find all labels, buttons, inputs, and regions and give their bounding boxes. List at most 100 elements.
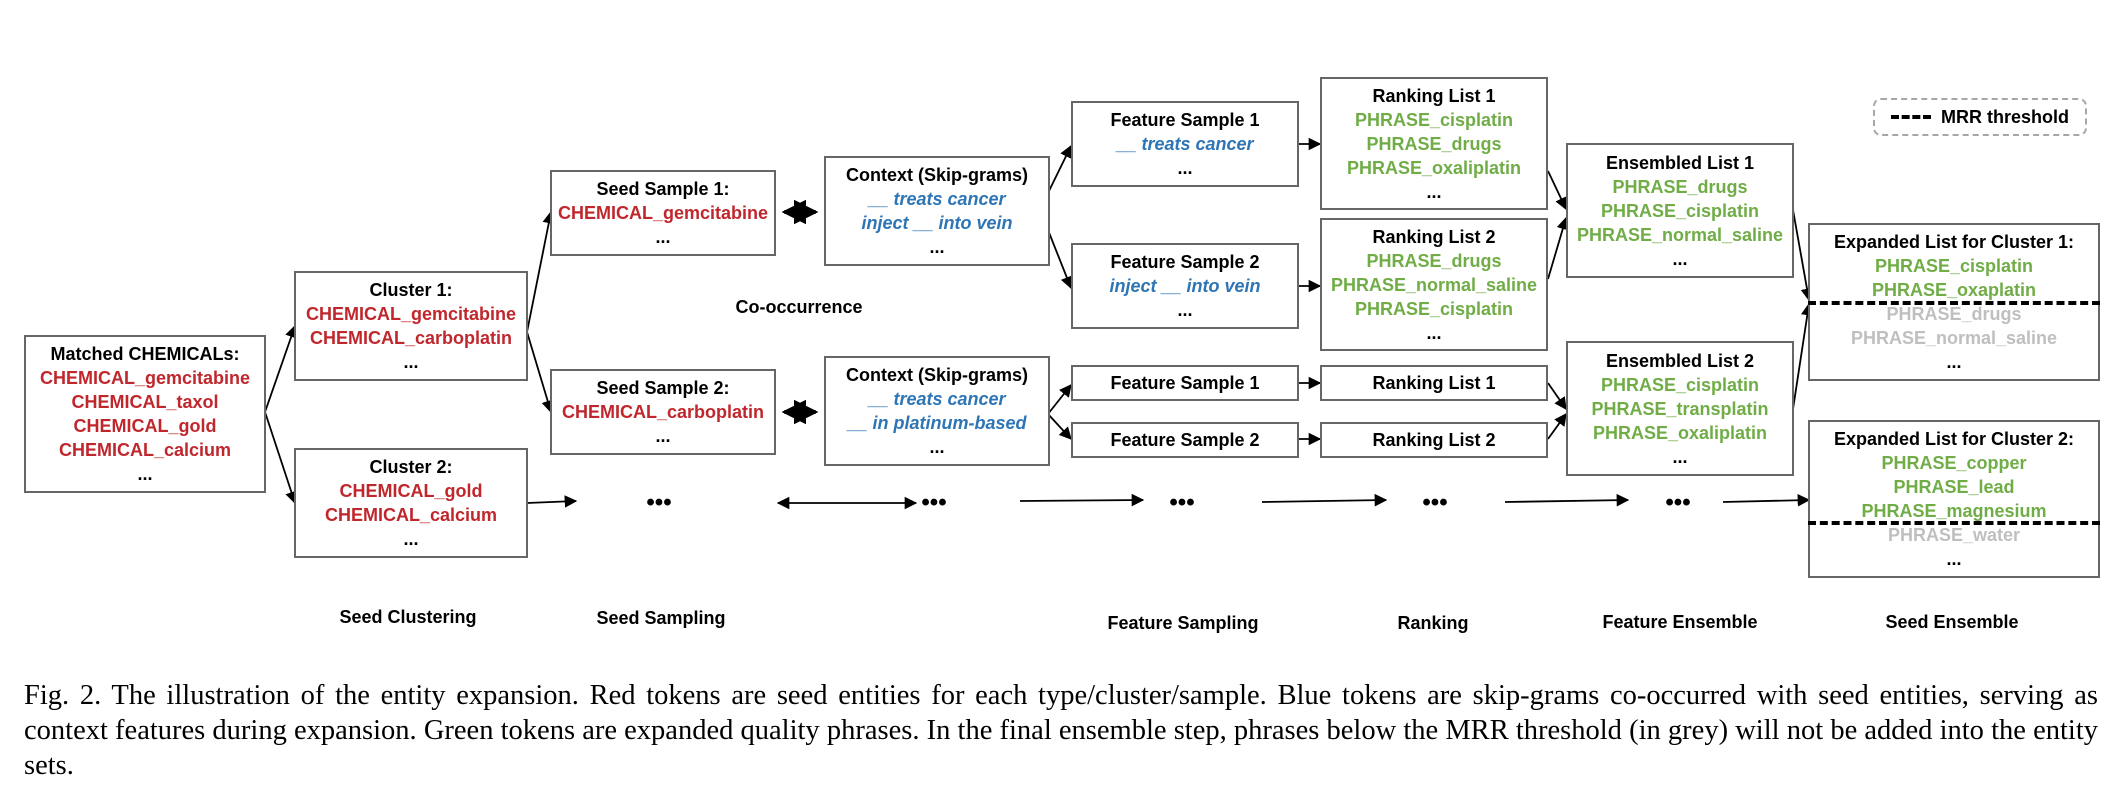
context-skipgrams-box-2: Context (Skip-grams)__ treats cancer__ i… [824, 356, 1050, 466]
stage-label-seed-sampling: Seed Sampling [596, 608, 726, 628]
arrow-cluster2-to-dots [526, 495, 578, 508]
rank1a-item: ... [1426, 181, 1442, 202]
co-occurrence-label: Co-occurrence [735, 297, 863, 317]
cluster2-item: CHEMICAL_calcium [324, 505, 498, 525]
arrow-rank1b-to-ens1 [1547, 216, 1569, 280]
context-skipgrams-box-1: Context (Skip-grams) __ treats cancer inje… [824, 156, 1050, 266]
arrow-rank1a-to-ens1 [1547, 170, 1567, 211]
feat1a-item: ... [1177, 158, 1193, 178]
exp1-item: PHRASE_normal_saline [1850, 328, 2058, 348]
context1-item: inject __ into vein [861, 213, 1013, 233]
ellipsis-feature-ensemble: ••• [1665, 489, 1691, 516]
feat2a-title: Feature Sample 1 [1110, 373, 1260, 393]
rank1a-title: Ranking List 1 [1372, 85, 1496, 106]
context1-item: __ treats cancer [868, 189, 1006, 209]
ens1-item: ... [1672, 248, 1688, 269]
context2-item: ... [929, 437, 945, 457]
ens2-title: Ensembled List 2 [1605, 350, 1755, 371]
context2-item: __ treats cancer [868, 389, 1006, 409]
cluster2-item: ... [403, 529, 419, 549]
ens2-item: ... [1672, 446, 1688, 467]
mrr-threshold-line-cluster-2 [1808, 521, 2100, 525]
arrow-cluster1-to-seed1 [526, 210, 555, 333]
context1-title: Context (Skip-grams) [845, 165, 1029, 185]
matched-item: CHEMICAL_gemcitabine [39, 368, 251, 388]
dashed-line-swatch [1891, 115, 1931, 119]
mrr-threshold-line-cluster-1 [1808, 301, 2100, 305]
stage-label-seed-clustering: Seed Clustering [339, 607, 477, 627]
cluster1-item: ... [403, 352, 419, 372]
feature-sample-1-box-cluster1: Feature Sample 1__ treats cancer... [1071, 101, 1299, 187]
legend-label: MRR threshold [1941, 106, 2069, 127]
ens2-item: PHRASE_cisplatin [1600, 374, 1760, 395]
exp2-item: PHRASE_magnesium [1861, 501, 2047, 521]
exp2-item: PHRASE_lead [1893, 477, 2015, 497]
exp1-item: PHRASE_oxaplatin [1871, 280, 2037, 300]
seed2-item: CHEMICAL_carboplatin [561, 402, 765, 422]
ens1-item: PHRASE_cisplatin [1600, 200, 1760, 221]
rank1b-item: PHRASE_cisplatin [1354, 298, 1514, 319]
feat1b-title: Feature Sample 2 [1110, 252, 1260, 272]
ellipsis-feature-sampling: ••• [1169, 489, 1195, 516]
arrow-context2-to-feat2b [1047, 413, 1072, 440]
rank1b-item: PHRASE_drugs [1366, 250, 1502, 271]
matched-item: CHEMICAL_gold [73, 416, 217, 436]
rank1a-item: PHRASE_drugs [1366, 133, 1502, 154]
feat2b-title: Feature Sample 2 [1110, 430, 1260, 450]
exp1-item: ... [1946, 352, 1962, 372]
matched-item: CHEMICAL_calcium [58, 440, 232, 460]
arrow-cluster1-to-seed2 [526, 331, 554, 414]
cluster1-item: CHEMICAL_carboplatin [309, 328, 513, 348]
exp2-item: PHRASE_copper [1881, 453, 2027, 473]
seed2-title: Seed Sample 2: [596, 378, 730, 398]
rank1b-title: Ranking List 2 [1372, 226, 1496, 247]
figure-caption: Fig. 2. The illustration of the entity e… [24, 680, 2098, 781]
cluster1-title: Cluster 1: [369, 280, 453, 300]
ranking-list-2-box-cluster2: Ranking List 2 [1320, 422, 1548, 458]
feat1a-title: Feature Sample 1 [1110, 110, 1260, 130]
seed-sample-1-box: Seed Sample 1:CHEMICAL_gemcitabine... [550, 170, 776, 256]
arrow-matched-to-cluster2 [264, 411, 298, 505]
feature-sample-2-box-cluster1: Feature Sample 2 inject __ into vein... [1071, 243, 1299, 329]
feature-sample-2-box-cluster2: Feature Sample 2 [1071, 422, 1299, 458]
feature-sample-1-box-cluster2: Feature Sample 1 [1071, 365, 1299, 401]
arrow-ens1-to-exp1 [1792, 209, 1814, 302]
ens1-item: PHRASE_drugs [1612, 176, 1748, 197]
exp1-title: Expanded List for Cluster 1: [1833, 232, 2075, 252]
arrow-context1-to-feat1b [1047, 229, 1073, 290]
arrow-ens2-to-exp1 [1792, 302, 1814, 410]
arrow-dots5-to-exp2 [1722, 493, 1811, 507]
matched-item: CHEMICAL_taxol [71, 392, 219, 412]
matched-title: Matched CHEMICALs: [50, 344, 240, 364]
ens2-item: PHRASE_oxaliplatin [1592, 422, 1768, 443]
arrow-dots2-to-dots3 [1019, 493, 1145, 507]
feat1b-item: inject __ into vein [1109, 276, 1261, 296]
rank1b-item: PHRASE_normal_saline [1330, 274, 1538, 295]
ellipsis-context: ••• [921, 489, 947, 516]
expanded-list-cluster-2-box: Expanded List for Cluster 2:PHRASE_coppe… [1808, 420, 2100, 578]
arrow-context2-to-feat2a [1047, 384, 1072, 415]
rank1a-item: PHRASE_cisplatin [1354, 109, 1514, 130]
ellipsis-ranking: ••• [1422, 489, 1448, 516]
feat1b-item: ... [1177, 300, 1193, 320]
exp2-item: ... [1946, 549, 1962, 569]
context1-item: ... [929, 237, 945, 257]
arrow-dots3-to-dots4 [1261, 493, 1388, 507]
rank2b-title: Ranking List 2 [1372, 430, 1496, 450]
ens1-item: PHRASE_normal_saline [1576, 224, 1784, 245]
seed2-item: ... [655, 426, 671, 446]
rank2a-title: Ranking List 1 [1372, 373, 1496, 393]
arrow-rank2a-to-ens2 [1547, 382, 1567, 411]
rank1b-item: ... [1426, 322, 1442, 343]
seed1-item: ... [655, 227, 671, 247]
cluster2-title: Cluster 2: [369, 457, 453, 477]
arrow-matched-to-cluster1 [264, 324, 298, 413]
